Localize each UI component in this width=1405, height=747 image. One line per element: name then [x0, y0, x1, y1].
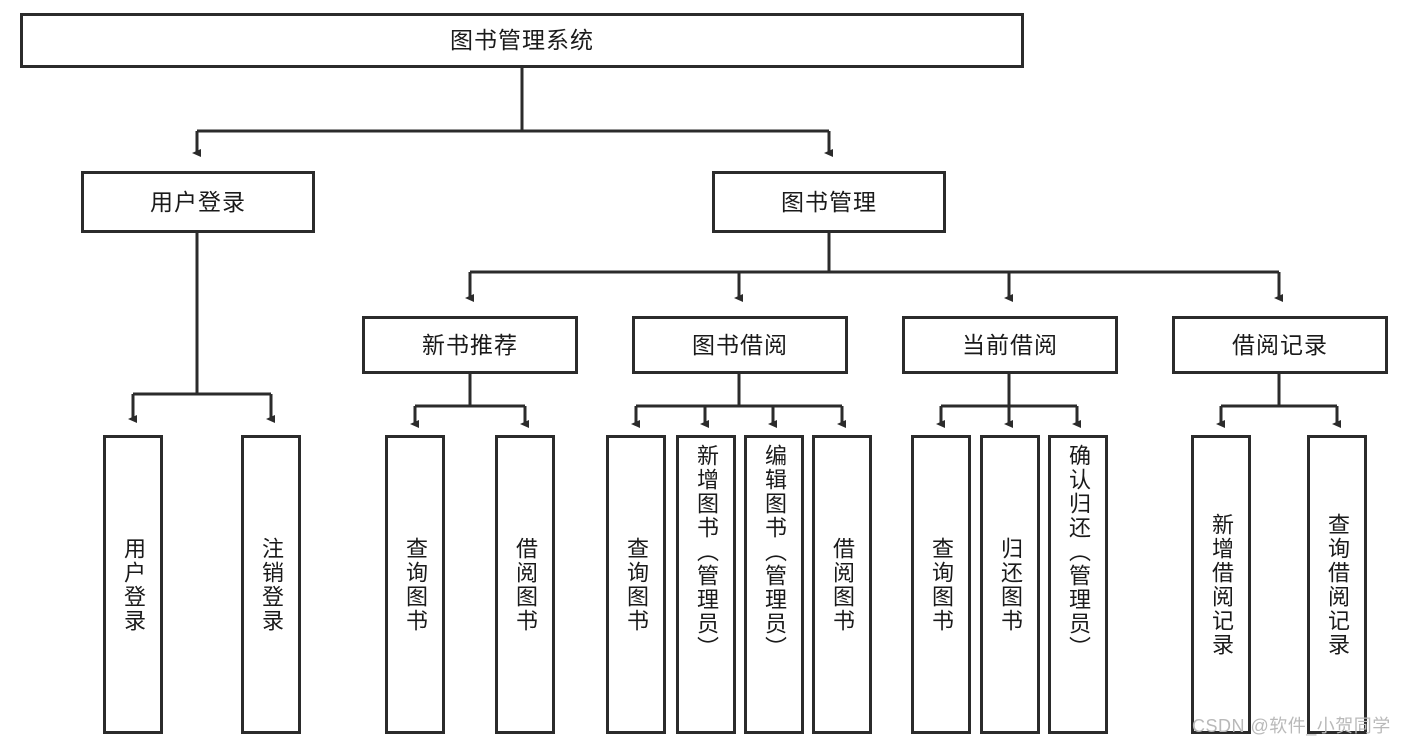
leaf-query-book-bw[interactable]: 查询图书 [606, 435, 666, 734]
node-new-book-recommend-label: 新书推荐 [422, 331, 518, 358]
leaf-logout[interactable]: 注销登录 [241, 435, 301, 734]
node-borrow-record-label: 借阅记录 [1232, 331, 1328, 358]
node-borrow-record[interactable]: 借阅记录 [1172, 316, 1388, 374]
leaf-query-book-bw-label: 查询图书 [623, 536, 649, 633]
leaf-query-book-nb-label: 查询图书 [402, 536, 428, 633]
node-book-management-label: 图书管理 [781, 188, 877, 215]
leaf-edit-book-admin-label: 编辑图书（管理员） [761, 444, 787, 660]
leaf-add-book-admin[interactable]: 新增图书（管理员） [676, 435, 736, 734]
leaf-query-borrow-record[interactable]: 查询借阅记录 [1307, 435, 1367, 734]
leaf-borrow-book-nb-label: 借阅图书 [512, 536, 538, 633]
leaf-user-login-label: 用户登录 [120, 536, 146, 633]
node-user-login-label: 用户登录 [150, 188, 246, 215]
node-current-borrow[interactable]: 当前借阅 [902, 316, 1118, 374]
leaf-confirm-return-admin[interactable]: 确认归还（管理员） [1048, 435, 1108, 734]
leaf-user-login[interactable]: 用户登录 [103, 435, 163, 734]
leaf-borrow-book-bw-label: 借阅图书 [829, 536, 855, 633]
leaf-return-book[interactable]: 归还图书 [980, 435, 1040, 734]
leaf-return-book-label: 归还图书 [997, 536, 1023, 633]
node-user-login[interactable]: 用户登录 [81, 171, 315, 233]
leaf-borrow-book-bw[interactable]: 借阅图书 [812, 435, 872, 734]
leaf-borrow-book-nb[interactable]: 借阅图书 [495, 435, 555, 734]
leaf-confirm-return-admin-label: 确认归还（管理员） [1065, 444, 1091, 660]
leaf-logout-label: 注销登录 [258, 536, 284, 633]
leaf-query-book-nb[interactable]: 查询图书 [385, 435, 445, 734]
leaf-query-borrow-record-label: 查询借阅记录 [1324, 512, 1350, 657]
node-root-label: 图书管理系统 [450, 27, 594, 53]
node-book-borrow-label: 图书借阅 [692, 331, 788, 358]
node-new-book-recommend[interactable]: 新书推荐 [362, 316, 578, 374]
leaf-query-book-cb[interactable]: 查询图书 [911, 435, 971, 734]
node-root[interactable]: 图书管理系统 [20, 13, 1024, 68]
node-current-borrow-label: 当前借阅 [962, 331, 1058, 358]
leaf-add-borrow-record-label: 新增借阅记录 [1208, 512, 1234, 657]
leaf-edit-book-admin[interactable]: 编辑图书（管理员） [744, 435, 804, 734]
node-book-borrow[interactable]: 图书借阅 [632, 316, 848, 374]
leaf-add-book-admin-label: 新增图书（管理员） [693, 444, 719, 660]
node-book-management[interactable]: 图书管理 [712, 171, 946, 233]
leaf-query-book-cb-label: 查询图书 [928, 536, 954, 633]
watermark-text: CSDN @软件_小贺同学 [1192, 716, 1391, 736]
leaf-add-borrow-record[interactable]: 新增借阅记录 [1191, 435, 1251, 734]
